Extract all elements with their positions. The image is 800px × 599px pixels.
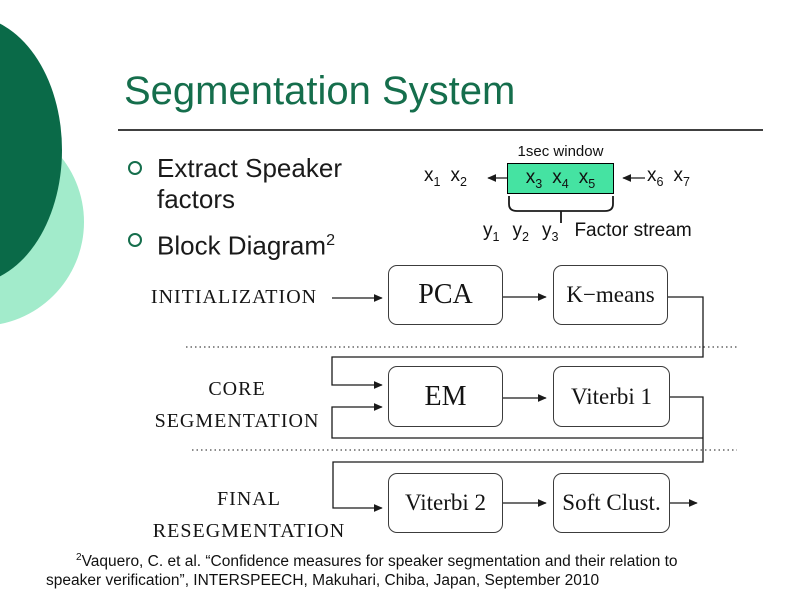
bullet-label: Block Diagram: [157, 230, 327, 261]
stream-left-tokens: x1 x2: [424, 165, 467, 189]
bullet-item-extract-speaker-factors: Extract Speaker factors: [128, 153, 342, 215]
stage-label-initialization: INITIALIZATION: [150, 286, 318, 308]
token-x6: x6: [647, 165, 664, 189]
token-x7: x7: [673, 165, 690, 189]
factor-stream-row: y1 y2 y3 Factor stream: [483, 220, 692, 244]
bullet-circle-icon: [128, 233, 142, 247]
footnote-citation: 2Vaquero, C. et al. “Confidence measures…: [46, 549, 788, 590]
token-y3: y3: [541, 220, 559, 244]
token-x3: x3: [525, 166, 543, 191]
bullet-text: Block Diagram2: [157, 225, 335, 262]
slide-title: Segmentation System: [124, 69, 516, 113]
token-x1: x1: [424, 165, 441, 189]
token-x2: x2: [450, 165, 467, 189]
wire-kmeans-to-em: [331, 296, 704, 389]
node-viterbi2: Viterbi 2: [388, 473, 503, 533]
node-em: EM: [388, 366, 503, 427]
wire-loop-to-em: [331, 403, 703, 439]
bullet-item-block-diagram: Block Diagram2: [128, 225, 335, 262]
bullet-line-1: Extract Speaker: [157, 153, 342, 183]
token-y2: y2: [512, 220, 529, 244]
node-pca: PCA: [388, 265, 503, 325]
bullet-circle-icon: [128, 161, 142, 175]
underbrace: [508, 196, 614, 223]
token-x5: x5: [578, 166, 596, 191]
stream-right-tokens: x6 x7: [647, 165, 690, 189]
one-sec-window-box: x3 x4 x5: [507, 163, 614, 194]
footnote-line-1: 2Vaquero, C. et al. “Confidence measures…: [76, 552, 678, 571]
node-kmeans: K−means: [553, 265, 668, 325]
footnote-line-2: speaker verification”, INTERSPEECH, Maku…: [46, 571, 600, 589]
bullet-text: Extract Speaker factors: [157, 153, 342, 215]
token-x4: x4: [552, 166, 569, 191]
stage-label-core-segmentation: CORE SEGMENTATION: [154, 378, 320, 432]
node-softclust: Soft Clust.: [553, 473, 670, 533]
window-caption: 1sec window: [517, 143, 604, 160]
footnote-ref: 2: [326, 231, 336, 249]
node-viterbi1: Viterbi 1: [553, 366, 670, 427]
stage-label-final-resegmentation: FINAL RESEGMENTATION: [152, 488, 346, 542]
wire-viterbi1-to-viterbi2: [332, 396, 704, 512]
token-y1: y1: [483, 220, 500, 244]
window-tokens: x3 x4 x5: [526, 167, 595, 191]
factor-stream-label: Factor stream: [574, 220, 692, 241]
bullet-line-2: factors: [157, 184, 236, 214]
